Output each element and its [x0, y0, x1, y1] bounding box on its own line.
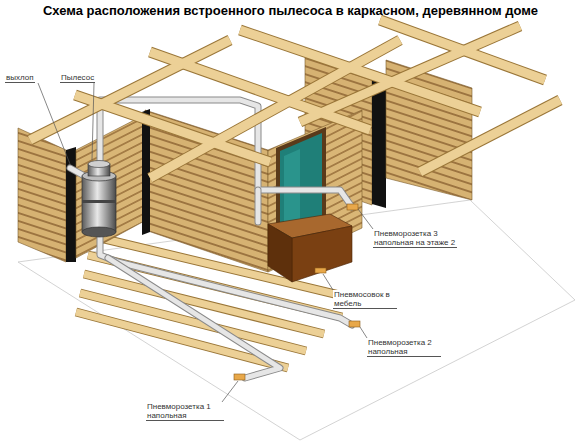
diagram-title: Схема расположения встроенного пылесоса …	[43, 3, 538, 18]
furniture-cabinet	[268, 224, 292, 282]
central-vacuum-unit	[88, 161, 110, 168]
roof-beams	[420, 100, 560, 172]
floor-outline	[18, 200, 575, 440]
log-walls	[76, 112, 150, 258]
roof-beams	[30, 40, 230, 140]
central-vacuum-unit	[82, 227, 116, 237]
leader-lines	[92, 83, 94, 160]
roof-beams	[30, 20, 560, 178]
furniture-cabinet	[268, 214, 352, 282]
callout-label: Пневморозетка 3 напольная на этаже 2	[373, 229, 457, 248]
furniture-cabinet	[292, 226, 352, 282]
callout-label: Пневморозетка 2 напольная	[367, 338, 441, 357]
leader-lines	[323, 274, 333, 290]
callout-label: выхлоп	[5, 73, 35, 83]
leader-lines	[360, 327, 367, 338]
roof-beams	[30, 40, 230, 140]
pneumo-sockets	[315, 268, 326, 273]
floor-joists	[76, 312, 288, 368]
vacuum-pipes	[256, 190, 261, 222]
vacuum-pipes	[108, 258, 280, 378]
log-walls	[66, 147, 76, 262]
vacuum-pipes	[255, 190, 262, 222]
log-walls	[18, 128, 66, 262]
leader-lines	[222, 381, 238, 402]
roof-beams	[300, 26, 520, 122]
roof-beams	[150, 40, 400, 178]
log-walls	[145, 110, 268, 272]
pneumo-sockets	[347, 204, 358, 210]
vacuum-pipes	[108, 258, 280, 378]
leader-lines	[358, 209, 373, 229]
floor-outline	[18, 200, 575, 440]
log-walls	[372, 78, 386, 208]
roof-beams	[420, 100, 560, 172]
central-vacuum-unit	[82, 200, 116, 203]
central-vacuum-unit	[82, 176, 116, 232]
pneumo-sockets	[349, 321, 360, 327]
callout-label: Пылесос	[60, 73, 95, 83]
callout-label: Пневмосовок в мебель	[333, 290, 397, 309]
log-walls	[142, 109, 150, 235]
leader-lines	[38, 83, 70, 164]
pneumo-sockets	[234, 374, 245, 380]
central-vacuum-unit	[82, 161, 116, 238]
callout-label: Пневморозетка 1 напольная	[146, 402, 224, 421]
leader-lines	[38, 83, 373, 402]
